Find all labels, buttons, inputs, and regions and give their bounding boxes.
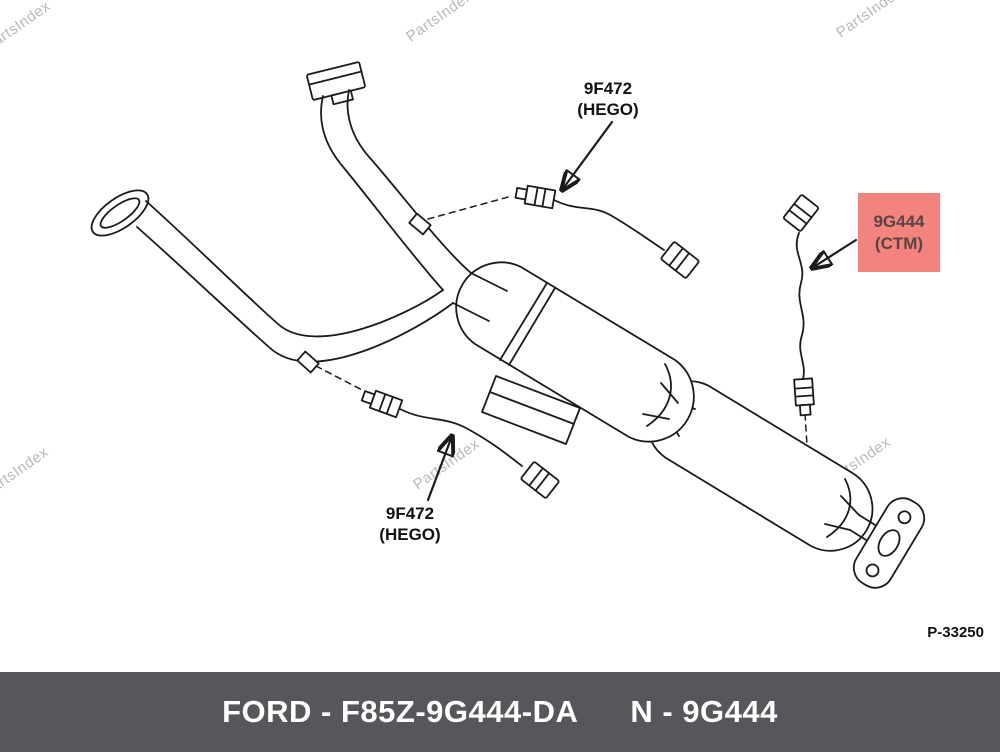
part-description: (CTM) [874,233,924,253]
part-label-hego-bottom[interactable]: 9F472 (HEGO) [360,503,460,546]
exhaust-system-illustration [90,61,926,589]
head-pipe [90,189,454,363]
heat-shield [481,375,581,445]
sensor-connector-top [660,241,700,279]
part-label-ctm-highlighted[interactable]: 9G444 (CTM) [858,193,940,272]
footer-oem-part-number: FORD - F85Z-9G444-DA [222,694,579,729]
part-number: 9F472 [583,79,633,98]
y-pipe-upper-branch [306,61,472,291]
ctm-sensor [783,194,819,417]
callout-arrow-ctm [812,238,858,268]
leader-dashed-top [427,195,513,220]
footer-bar: FORD - F85Z-9G444-DA N - 9G444 [0,672,1000,752]
outlet-flange [852,497,926,589]
part-number: 9G444 [873,212,925,232]
ctm-sensor-connector [783,194,819,232]
part-number: 9F472 [385,504,435,523]
diagram-plate-number: P-33250 [927,624,984,641]
footer-part-number: N - 9G444 [630,694,778,729]
leader-dashed-bottom [315,365,367,393]
catalytic-converter-front [452,261,695,445]
oxygen-sensor-top [514,184,700,279]
head-pipe-inlet-flange [90,189,150,237]
sensor-boss-top [408,212,432,236]
callout-arrow-hego-bottom [426,436,452,502]
part-label-hego-top[interactable]: 9F472 (HEGO) [558,78,658,121]
oxygen-sensor-bottom [360,389,560,499]
sensor-wire-bottom [399,408,523,467]
leader-dashed-ctm [804,413,808,446]
sensor-connector-bottom [520,461,560,499]
ctm-sensor-wire [795,232,805,380]
manifold-flange [306,61,366,106]
sensor-boss-bottom [296,350,320,374]
part-description: (HEGO) [577,100,639,120]
part-description: (HEGO) [379,525,441,545]
sensor-wire-top [553,199,665,251]
callout-arrow-hego-top [562,120,614,190]
